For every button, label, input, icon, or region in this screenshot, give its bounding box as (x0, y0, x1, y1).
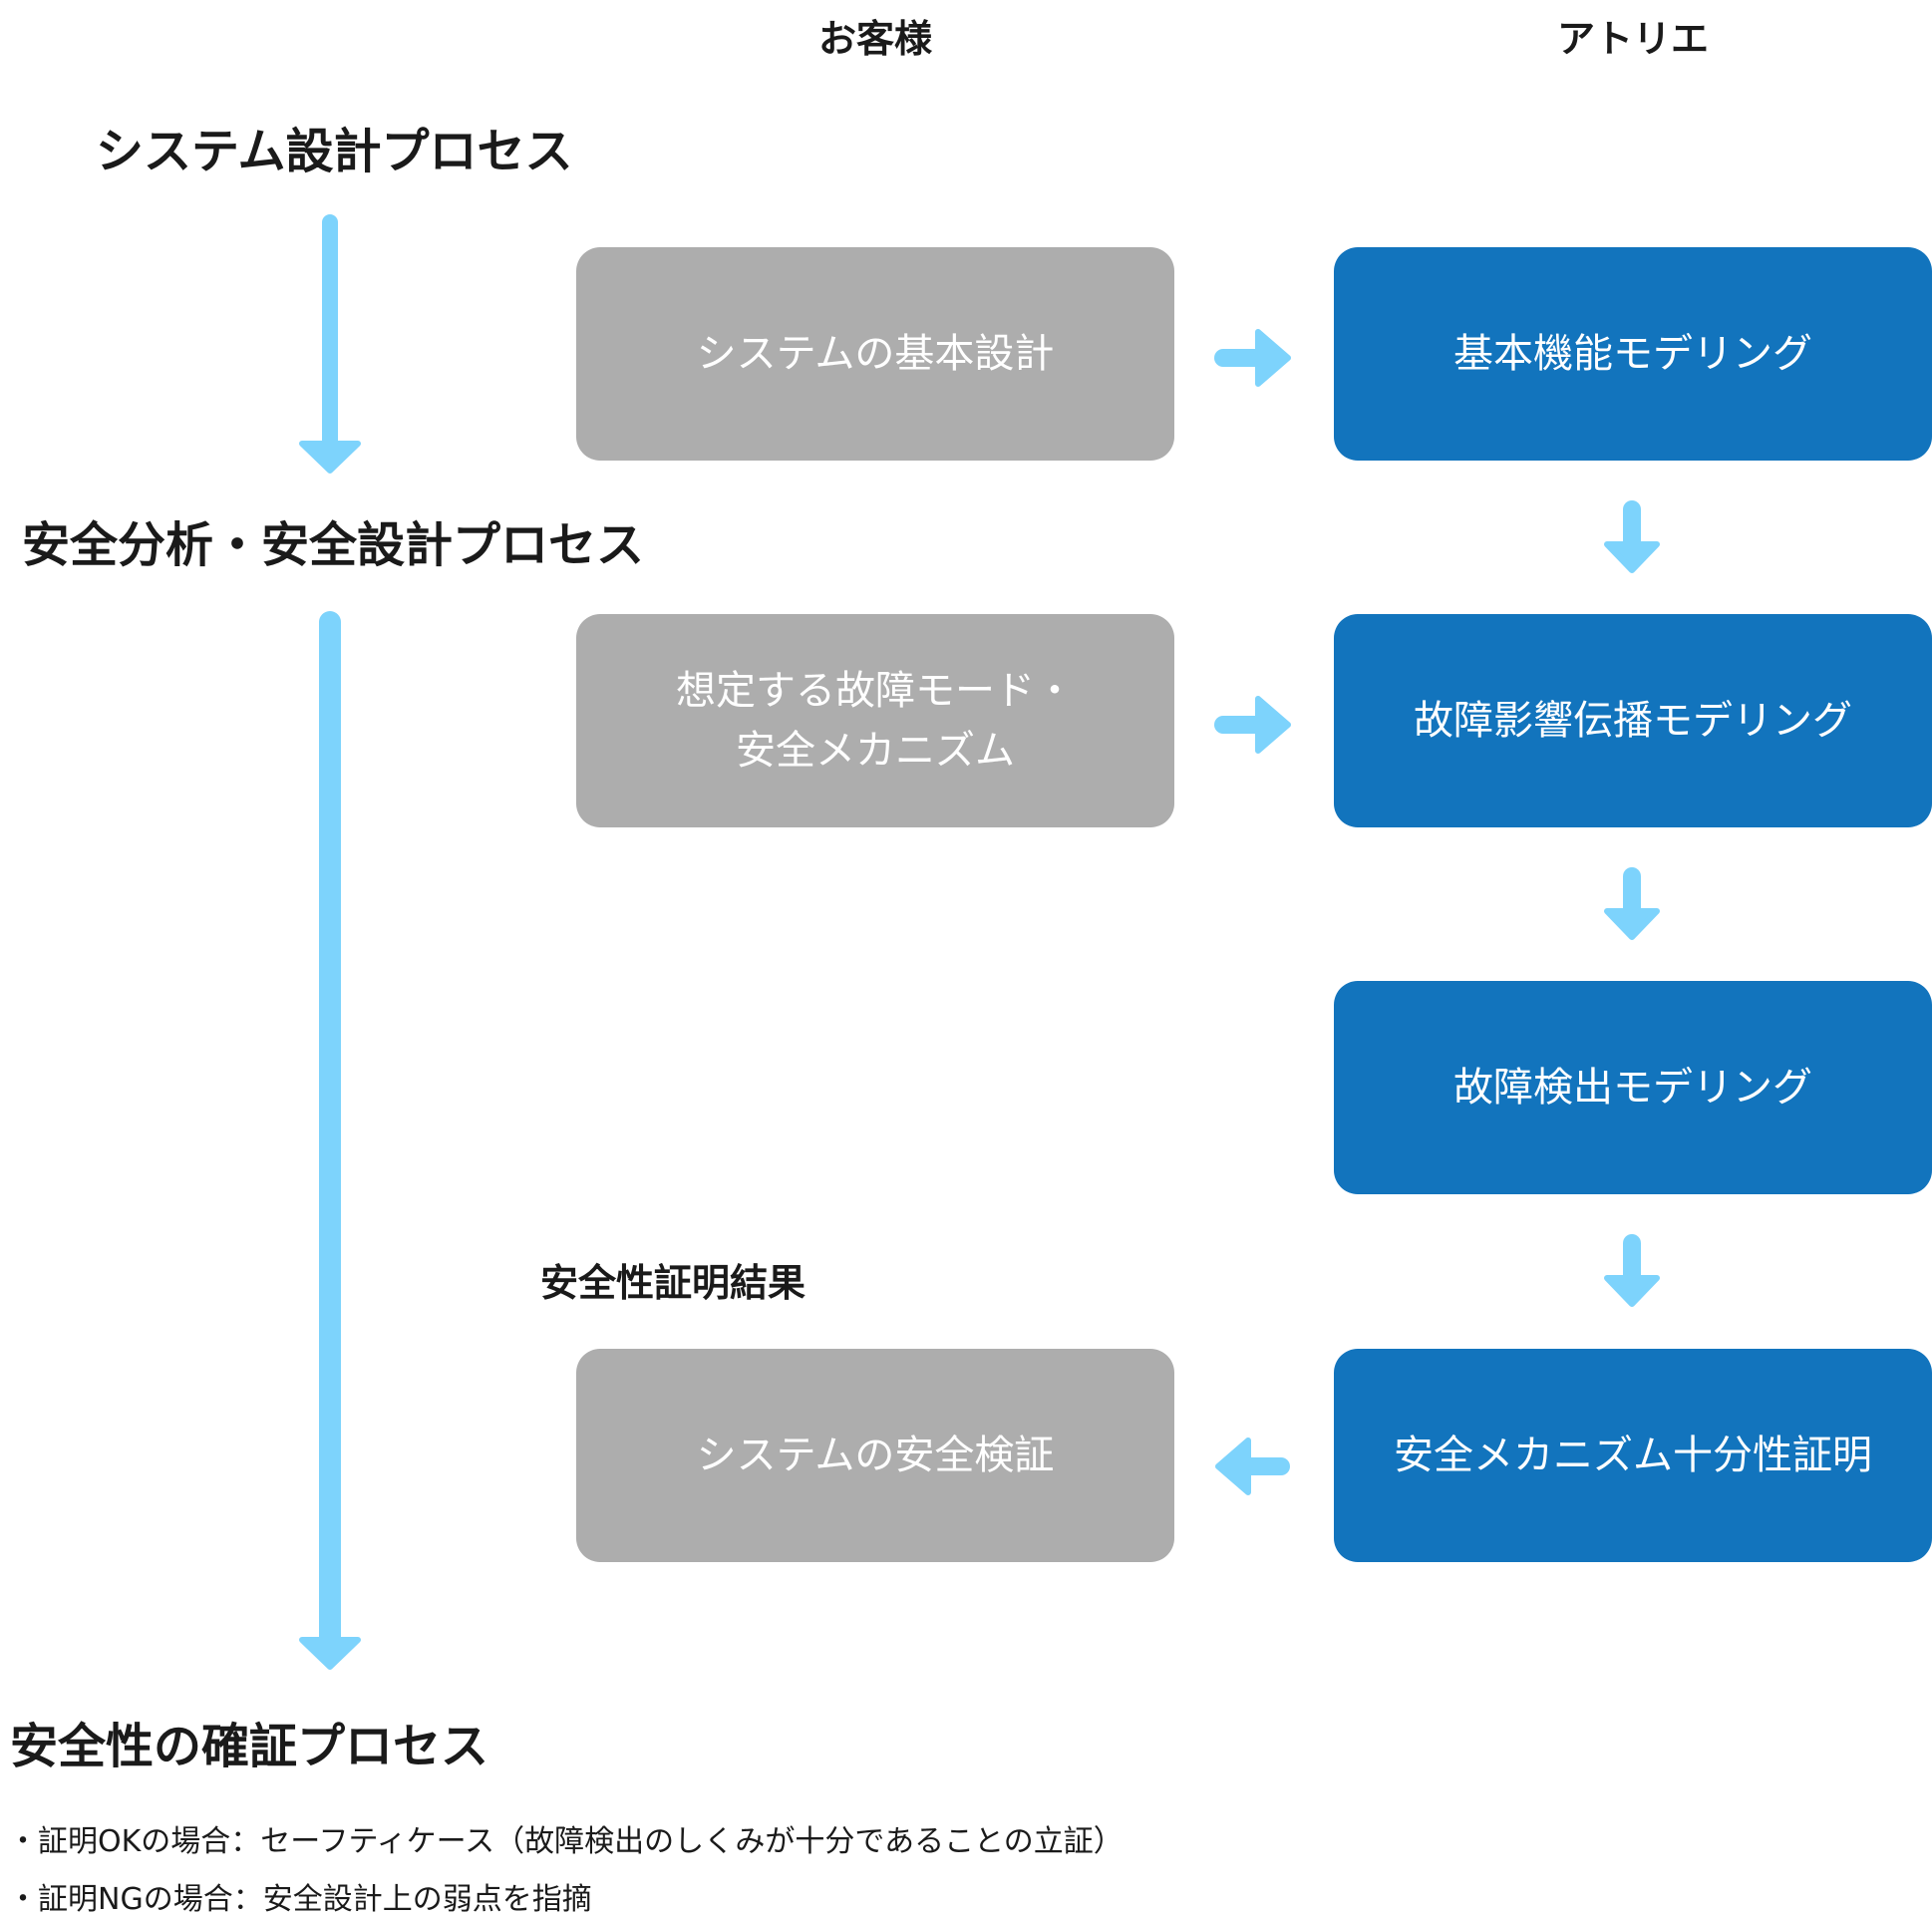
box-basic-design-label: システムの基本設計 (696, 331, 1055, 377)
arrow-down-2 (1604, 867, 1660, 940)
box-basic-design: システムの基本設計 (576, 247, 1174, 461)
box-failure-modes-line1: 想定する故障モード・ (676, 668, 1075, 714)
box-sufficiency-proof-label: 安全メカニズム十分性証明 (1394, 1433, 1872, 1478)
box-safety-check-label: システムの安全検証 (696, 1433, 1055, 1478)
arrow-right-2 (1214, 696, 1291, 754)
box-function-modeling: 基本機能モデリング (1334, 247, 1932, 461)
customer-column-header: お客様 (817, 17, 932, 61)
phase-system-design: システム設計プロセス (96, 124, 573, 179)
box-sufficiency-proof: 安全メカニズム十分性証明 (1334, 1349, 1932, 1562)
note-proof-ok: ・証明OKの場合：セーフティケース（故障検出のしくみが十分であることの立証） (8, 1824, 1124, 1859)
timeline-arrow-down-1 (299, 214, 361, 474)
box-function-modeling-label: 基本機能モデリング (1453, 331, 1812, 377)
arrow-down-3 (1604, 1234, 1660, 1307)
box-failure-modes: 想定する故障モード・ 安全メカニズム (576, 614, 1174, 827)
box-propagation-modeling-label: 故障影響伝播モデリング (1414, 698, 1852, 744)
phase-safety-verification: 安全性の確証プロセス (10, 1719, 489, 1774)
atelier-column-header: アトリエ (1556, 17, 1709, 61)
phase-safety-analysis: 安全分析・安全設計プロセス (22, 517, 645, 573)
arrow-down-1 (1604, 500, 1660, 573)
safety-proof-result-label: 安全性証明結果 (540, 1261, 806, 1305)
box-detection-modeling: 故障検出モデリング (1334, 981, 1932, 1194)
timeline-arrow-down-2 (299, 611, 361, 1670)
arrow-left-1 (1215, 1438, 1290, 1495)
arrow-right-1 (1214, 329, 1291, 387)
box-detection-modeling-label: 故障検出モデリング (1453, 1065, 1812, 1111)
note-proof-ng: ・証明NGの場合：安全設計上の弱点を指摘 (8, 1882, 592, 1917)
box-propagation-modeling: 故障影響伝播モデリング (1334, 614, 1932, 827)
box-failure-modes-line2: 安全メカニズム (736, 728, 1015, 774)
box-safety-check: システムの安全検証 (576, 1349, 1174, 1562)
